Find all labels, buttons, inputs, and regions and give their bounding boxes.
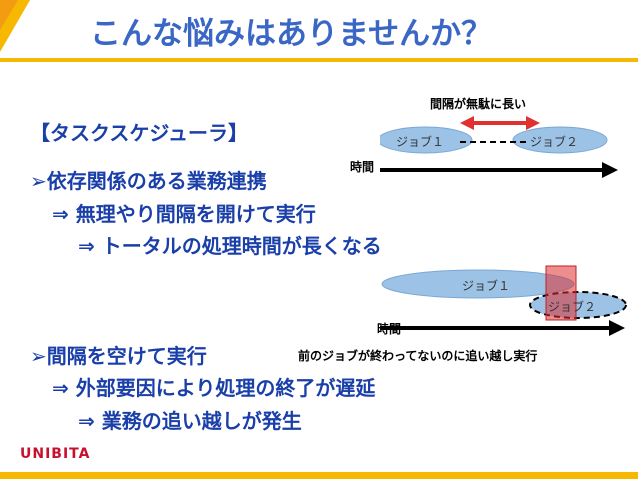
corner-accent-inner xyxy=(0,0,18,30)
diagram2-caption: 前のジョブが終わってないのに追い越し実行 xyxy=(298,349,538,363)
bullet-2-head: ➢間隔を空けて実行 xyxy=(30,344,207,368)
bullet-2-sub-1: ⇒ 外部要因により処理の終了が遅延 xyxy=(52,376,376,400)
footer-bar xyxy=(0,472,638,479)
title-divider xyxy=(0,58,638,62)
unibita-logo: UNIBITA xyxy=(20,446,91,462)
diagram1-graphic xyxy=(380,116,618,178)
diagram2-job2-label: ジョブ２ xyxy=(548,300,597,314)
diagram1-job2-label: ジョブ２ xyxy=(530,135,579,149)
diagram2-job1-label: ジョブ１ xyxy=(462,279,511,293)
bullet-2-sub-2: ⇒ 業務の追い越しが発生 xyxy=(78,409,302,433)
diagram1-caption: 間隔が無駄に長い xyxy=(430,97,527,111)
bullet-1-sub-2: ⇒ トータルの処理時間が長くなる xyxy=(78,234,382,258)
diagram2-axis-label: 時間 xyxy=(377,322,402,336)
bullet-1-head: ➢依存関係のある業務連携 xyxy=(30,169,267,193)
bullet-1-sub-1: ⇒ 無理やり間隔を開けて実行 xyxy=(52,202,316,226)
page-title: こんな悩みはありませんか？ xyxy=(90,16,493,52)
diagram2-graphic xyxy=(380,265,627,336)
section-heading: 【タスクスケジューラ】 xyxy=(30,121,248,145)
diagram1-axis-label: 時間 xyxy=(350,160,375,174)
diagram1-job1-label: ジョブ１ xyxy=(396,135,445,149)
